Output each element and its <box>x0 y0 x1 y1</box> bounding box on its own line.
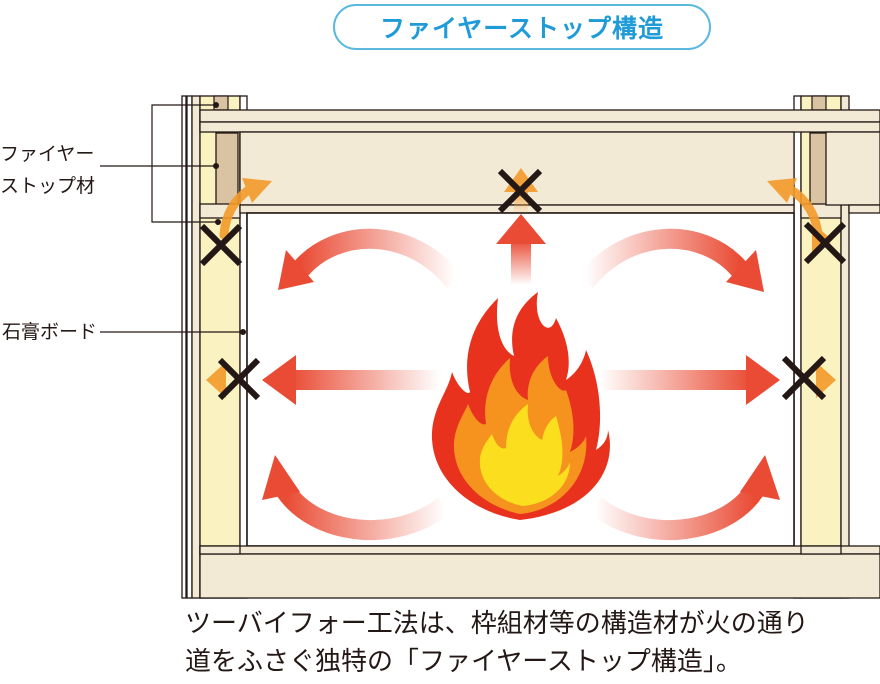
block-mark-top-left-icon <box>199 223 243 267</box>
block-mark-right-icon <box>781 355 827 401</box>
block-marks <box>199 168 847 401</box>
caption-line-1: ツーバイフォー工法は、枠組材等の構造材が火の通り <box>185 609 809 639</box>
fire-icon <box>431 292 610 520</box>
block-mark-top-icon <box>497 168 543 214</box>
arrow-right <box>600 370 752 390</box>
lower-floor <box>199 545 880 599</box>
caption-line-2: 道をふさぐ独特の「ファイヤーストップ構造」。 <box>185 647 742 677</box>
arrow-left <box>290 370 440 390</box>
upper-floor <box>199 109 880 214</box>
leader-lines <box>100 104 243 333</box>
left-wall <box>181 95 248 599</box>
title-badge: ファイヤーストップ構造 <box>333 4 711 50</box>
leader-dots <box>213 102 246 335</box>
gypsum-board-label: 石膏ボード <box>2 321 98 343</box>
block-mark-left-icon <box>217 357 261 401</box>
page-title: ファイヤーストップ構造 <box>379 14 664 43</box>
firestop-label-line1: ファイヤー <box>0 143 95 165</box>
heat-arrows <box>262 214 780 540</box>
block-mark-top-right-icon <box>803 221 847 265</box>
arrow-head <box>242 178 272 203</box>
firestop-label-line2: ストップ材 <box>0 175 96 197</box>
arrow-up <box>511 240 531 285</box>
